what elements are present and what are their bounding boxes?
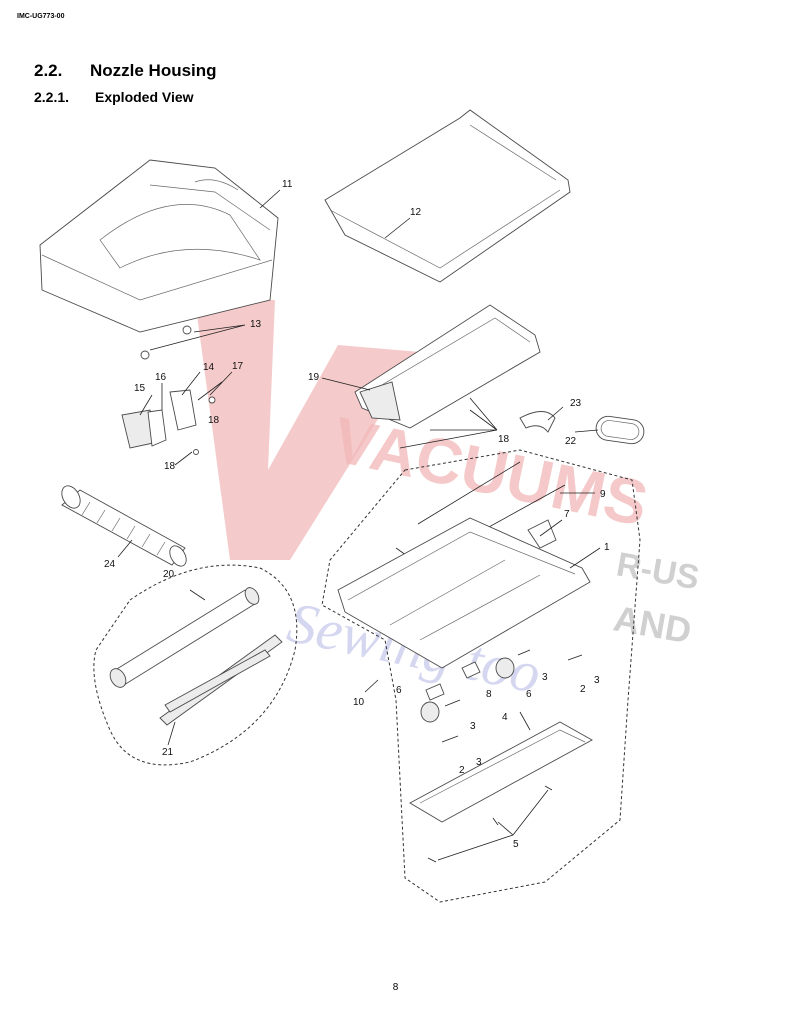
part-7-bracket [527, 519, 557, 549]
part-5-screws [427, 785, 553, 863]
callout-15: 15 [134, 383, 146, 394]
callout-24: 24 [104, 559, 116, 570]
brushroll-group-outline [93, 564, 298, 766]
callout-2-right: 2 [580, 684, 586, 695]
callout-18-right: 18 [498, 434, 510, 445]
parts-2-3-6-8-wheels-axles [420, 649, 583, 743]
callout-17: 17 [232, 361, 244, 372]
callout-3-left-a: 3 [470, 721, 476, 732]
leader-lines [117, 189, 601, 861]
part-11-upper-cover [39, 159, 279, 333]
watermark-v-shape [195, 300, 420, 560]
callout-10: 10 [353, 697, 365, 708]
callout-numbers: 11 12 13 14 15 16 17 18 18 19 18 23 22 9… [104, 179, 610, 850]
part-24-hose [61, 485, 187, 567]
callout-1: 1 [604, 542, 610, 553]
callout-6-left: 6 [396, 685, 402, 696]
callout-7: 7 [564, 509, 570, 520]
part-1-base-housing [337, 517, 591, 669]
callout-23: 23 [570, 398, 582, 409]
callout-16: 16 [155, 372, 167, 383]
callout-9: 9 [600, 489, 606, 500]
callout-11: 11 [282, 179, 293, 190]
subsection-number: 2.2.1. [34, 89, 70, 105]
part-19-frame [354, 304, 541, 429]
callout-2-left: 2 [459, 765, 465, 776]
section-title-text: Nozzle Housing [90, 61, 217, 80]
subsection-title-text: Exploded View [95, 89, 194, 105]
callout-22: 22 [565, 436, 577, 447]
small-parts-left [121, 325, 223, 455]
part-22-belt [595, 415, 645, 445]
callout-19: 19 [308, 372, 320, 383]
subsection-title: 2.2.1. Exploded View [34, 89, 194, 105]
callout-6-right: 6 [526, 689, 532, 700]
callout-18-left-a: 18 [208, 415, 220, 426]
part-21-bristle-strip [159, 634, 283, 726]
part-4-bottom-plate [409, 721, 593, 823]
callout-3-left-b: 3 [476, 757, 482, 768]
watermark-r-us-text: R-US [614, 545, 702, 597]
page-number: 8 [392, 982, 399, 993]
nozzle-base-group-outline [321, 449, 641, 903]
callout-5: 5 [513, 839, 519, 850]
callout-14: 14 [203, 362, 215, 373]
section-number: 2.2. [34, 61, 63, 80]
watermark-and-text: AND [611, 598, 695, 652]
callout-3-right-b: 3 [594, 675, 600, 686]
callout-4: 4 [502, 712, 508, 723]
part-12-bumper [324, 109, 571, 283]
callout-8: 8 [486, 689, 492, 700]
section-title: 2.2. Nozzle Housing [34, 61, 217, 81]
callout-20: 20 [163, 569, 175, 580]
part-20-brushroll [109, 587, 260, 688]
document-code: IMC-UG773-00 [17, 13, 65, 20]
callout-13: 13 [250, 319, 262, 330]
part-23-bracket [519, 411, 556, 433]
callout-18-left-b: 18 [164, 461, 176, 472]
callout-3-right-a: 3 [542, 672, 548, 683]
callout-21: 21 [162, 747, 174, 758]
callout-12: 12 [410, 207, 422, 218]
